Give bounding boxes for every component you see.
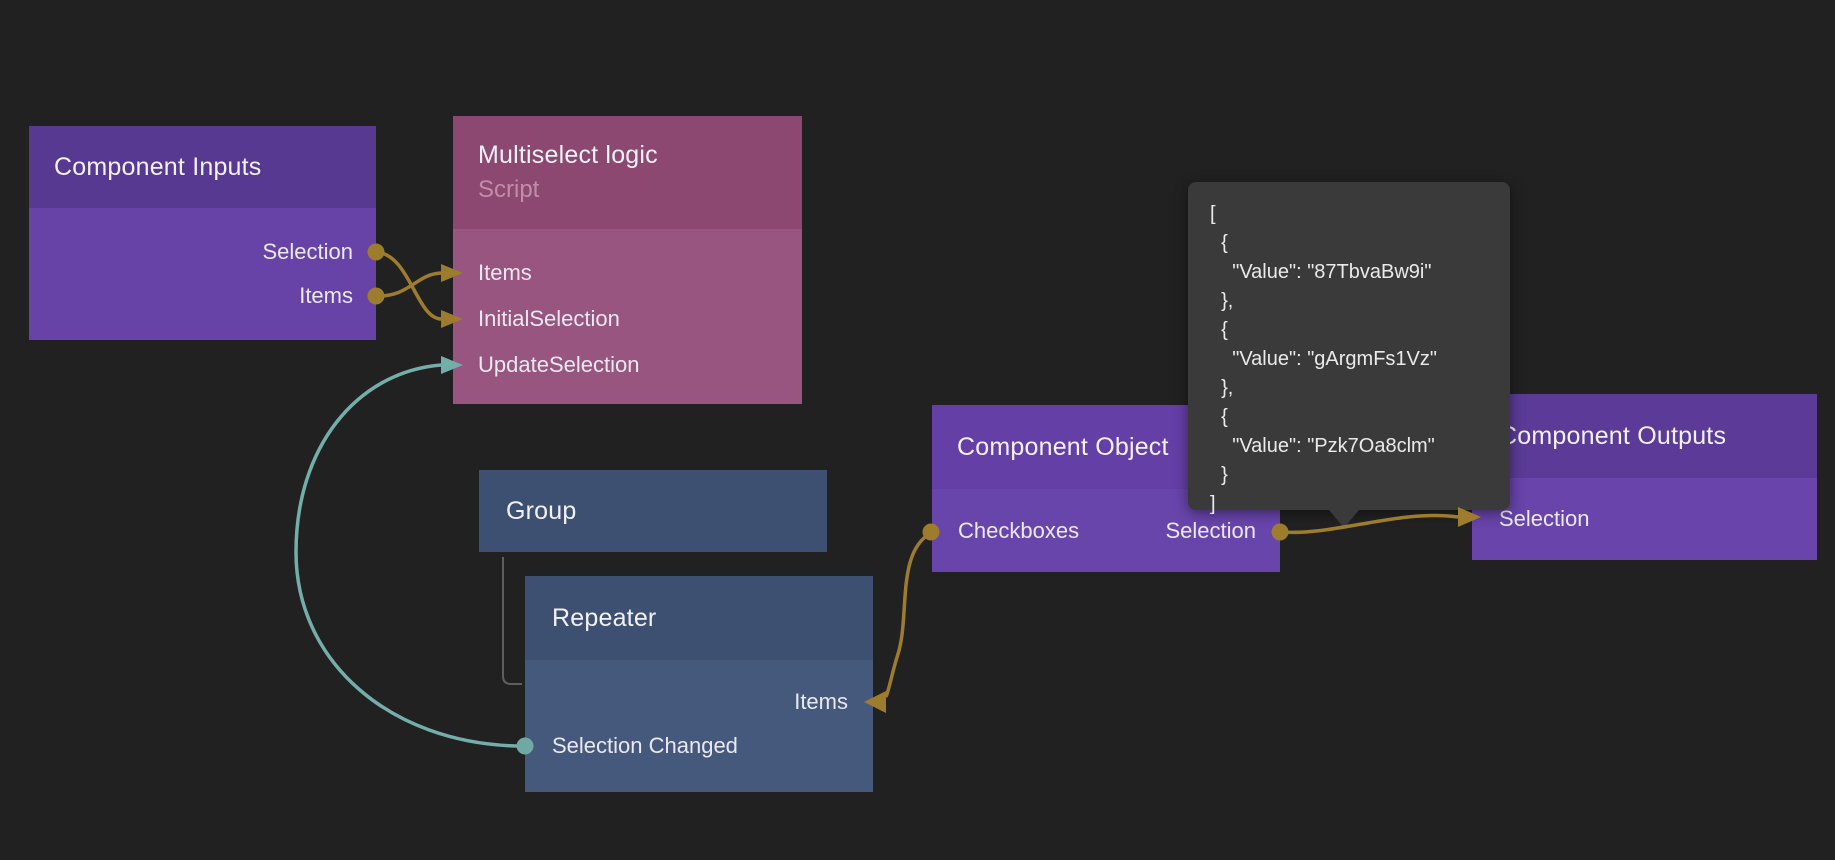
output-port-selection[interactable]: Selection bbox=[1165, 518, 1256, 544]
output-port-selection-changed[interactable]: Selection Changed bbox=[525, 724, 873, 768]
wire-items-to-items[interactable] bbox=[375, 271, 442, 298]
node-body: Items Selection Changed bbox=[525, 660, 873, 792]
hierarchy-connector-group-repeater bbox=[502, 557, 522, 685]
port-label: Selection Changed bbox=[552, 733, 738, 758]
node-multiselect-logic[interactable]: Multiselect logic Script Items InitialSe… bbox=[453, 116, 802, 404]
port-checkboxes[interactable]: Checkboxes bbox=[958, 518, 1079, 544]
node-group[interactable]: Group bbox=[479, 470, 827, 552]
node-body: Selection bbox=[1472, 478, 1817, 560]
tooltip-json-text: [ { "Value": "87TbvaBw9i" }, { "Value": … bbox=[1210, 203, 1437, 515]
node-title: Component Outputs bbox=[1499, 421, 1727, 450]
port-label: InitialSelection bbox=[478, 306, 620, 331]
wire-selection-to-initialselection[interactable] bbox=[375, 250, 442, 321]
node-title: Repeater bbox=[552, 603, 657, 632]
port-label: Items bbox=[478, 260, 532, 285]
output-port-selection[interactable]: Selection bbox=[29, 230, 376, 274]
input-port-selection[interactable]: Selection bbox=[1499, 506, 1590, 532]
node-header[interactable]: Component Outputs bbox=[1472, 394, 1817, 478]
node-component-inputs[interactable]: Component Inputs Selection Items bbox=[29, 126, 376, 340]
port-value-tooltip: [ { "Value": "87TbvaBw9i" }, { "Value": … bbox=[1188, 182, 1510, 528]
wire-selectionchanged-to-updateselection[interactable] bbox=[294, 363, 518, 748]
port-label: UpdateSelection bbox=[478, 352, 640, 377]
node-repeater[interactable]: Repeater Items Selection Changed bbox=[525, 576, 873, 792]
input-port-updateselection[interactable]: UpdateSelection bbox=[453, 342, 802, 388]
port-label: Items bbox=[794, 689, 848, 714]
wire-checkboxes-to-repeater-items[interactable] bbox=[884, 531, 932, 698]
node-body: Selection Items bbox=[29, 208, 376, 340]
node-title: Multiselect logic bbox=[478, 141, 658, 169]
port-label: Selection bbox=[262, 239, 353, 264]
input-port-initialselection[interactable]: InitialSelection bbox=[453, 296, 802, 342]
node-title: Group bbox=[506, 496, 577, 525]
port-label: Checkboxes bbox=[958, 517, 1080, 543]
node-body: Checkboxes Selection bbox=[932, 489, 1280, 572]
node-component-outputs[interactable]: Component Outputs Selection bbox=[1472, 394, 1817, 560]
node-header[interactable]: Group bbox=[479, 470, 827, 552]
node-header[interactable]: Repeater bbox=[525, 576, 873, 660]
input-port-items[interactable]: Items bbox=[525, 680, 873, 724]
port-label: Items bbox=[299, 283, 353, 308]
port-label: Selection bbox=[1499, 506, 1590, 531]
input-port-items[interactable]: Items bbox=[453, 250, 802, 296]
node-header[interactable]: Multiselect logic Script bbox=[453, 116, 802, 229]
port-label: Selection bbox=[1165, 517, 1256, 543]
node-subtitle: Script bbox=[478, 176, 540, 203]
node-title: Component Object bbox=[957, 432, 1169, 461]
node-body: Items InitialSelection UpdateSelection bbox=[453, 229, 802, 404]
node-title: Component Inputs bbox=[54, 152, 262, 181]
node-header[interactable]: Component Inputs bbox=[29, 126, 376, 208]
output-port-items[interactable]: Items bbox=[29, 274, 376, 318]
